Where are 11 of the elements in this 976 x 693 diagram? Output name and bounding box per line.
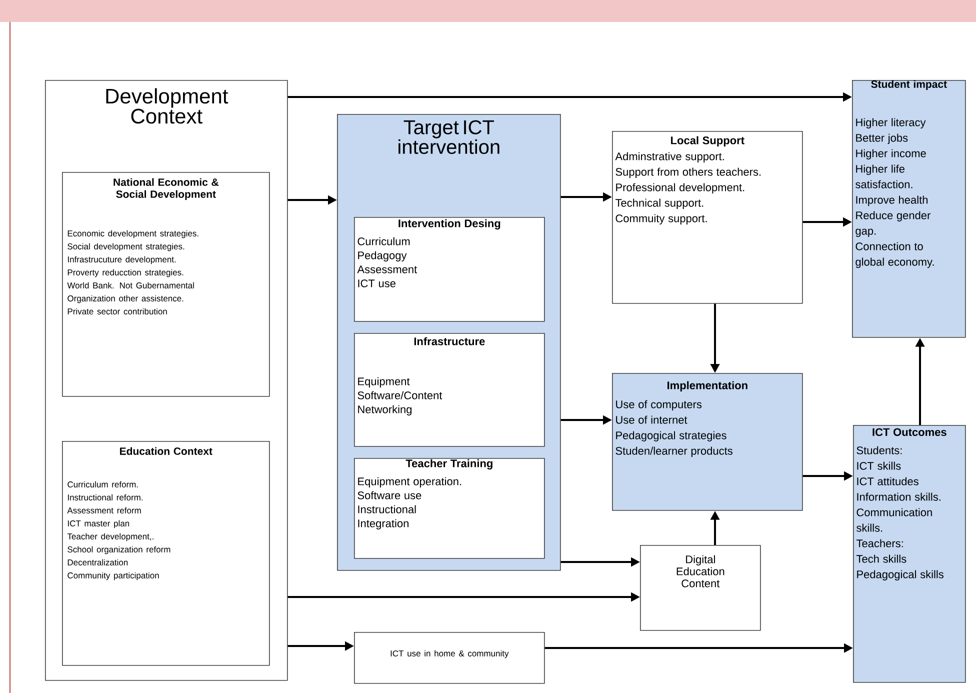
process-box: ICT use in home & community (354, 632, 545, 684)
process-box: Intervention Desing Curriculum Pedagogy Assessment ICT use (354, 217, 545, 322)
process-box: Infrastructure Equipment Software/Content Networking (354, 333, 545, 447)
outcome-box: Student impact Higher literacy Better jobs Higher income Higher life satisfaction. Improve health Reduce gender gap. Connection to global economy. (852, 80, 966, 338)
process-box: Teacher Training Equipment operation. Software use Instructional Integration (354, 458, 545, 559)
process-box: Implementation Use of computers Use of internet Pedagogical strategies Studen/learner products (612, 373, 803, 511)
outcome-box: ICT Outcomes Students: ICT skills ICT attitudes Information skills. Communication skills. Teachers: Tech skills Pedagogical skills (853, 425, 966, 683)
process-box: Local Support Adminstrative support. Support from others teachers. Professional development. Technical support. Commuity support. (612, 131, 803, 304)
process-box: Digital Education Content (640, 545, 761, 631)
context-box: National Economic & Social Development Economic development strategies. Social development strategies. Infrastrucuture development. Proverty reducction strategies. World Bank. Not Gubernamental Organization other assistence. Private sector contribution (62, 172, 270, 397)
context-box: Education Context Curriculum reform. Instructional reform. Assessment reform ICT master plan Teacher development,. School organization reform Decentralization Community participation (62, 441, 270, 666)
